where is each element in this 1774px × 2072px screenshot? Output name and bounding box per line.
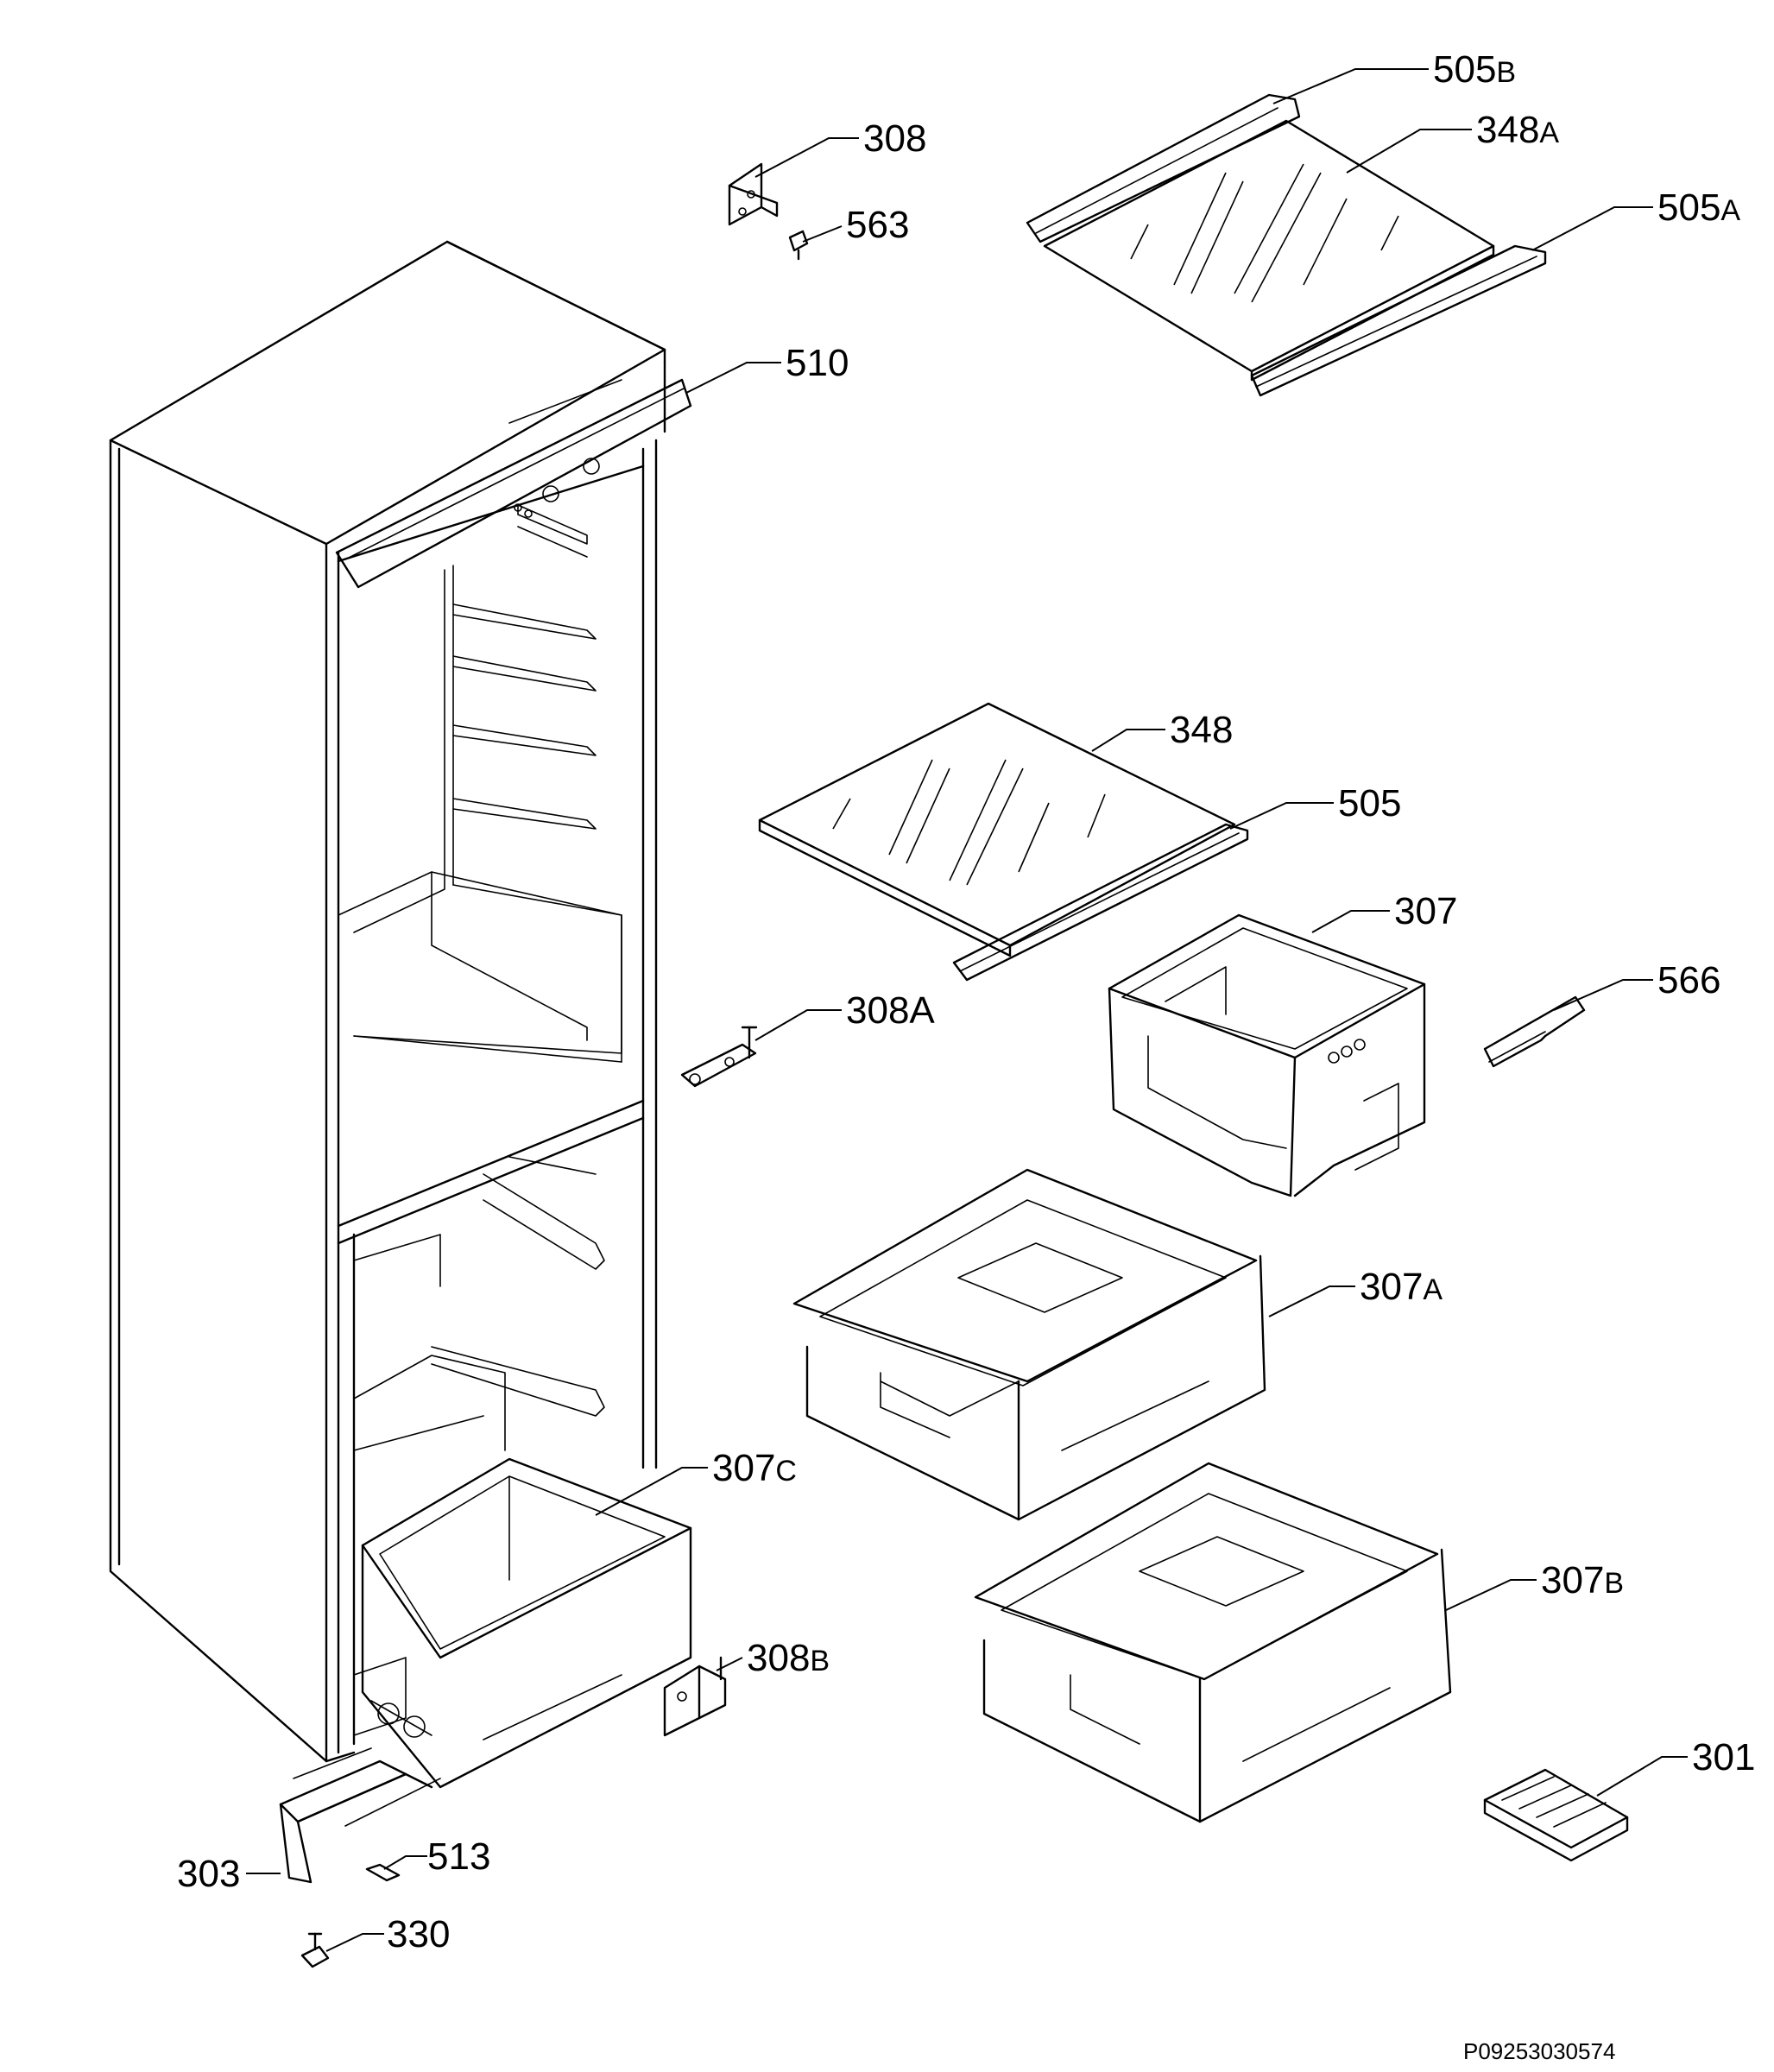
glass-shelf-348a	[1026, 93, 1547, 397]
label-505a: 505A	[1657, 186, 1740, 229]
label-563: 563	[846, 204, 909, 246]
spacer-513	[365, 1863, 401, 1882]
bottom-hinge	[663, 1656, 727, 1737]
ice-tray	[1483, 1768, 1629, 1862]
drawer-307c	[361, 1457, 692, 1789]
label-301: 301	[1692, 1736, 1755, 1778]
drawer-307a	[792, 1168, 1266, 1521]
label-303: 303	[177, 1853, 240, 1895]
control-panel	[335, 378, 692, 589]
adjustable-foot	[300, 1932, 330, 1968]
label-307a: 307A	[1360, 1266, 1443, 1308]
label-566: 566	[1657, 959, 1720, 1001]
crisper-box-307	[1108, 913, 1426, 1197]
label-308: 308	[863, 117, 926, 160]
drawer-307b	[974, 1462, 1452, 1823]
label-330: 330	[387, 1913, 450, 1955]
glass-shelf-348	[758, 702, 1249, 982]
label-513: 513	[427, 1835, 490, 1878]
leader-lines	[246, 68, 1688, 1952]
label-307: 307	[1394, 890, 1457, 932]
label-505: 505	[1338, 782, 1401, 824]
label-308a: 308A	[846, 989, 935, 1032]
label-307b: 307B	[1541, 1559, 1624, 1601]
label-348: 348	[1170, 709, 1233, 751]
middle-hinge	[680, 1026, 758, 1088]
drawing-code: P09253030574	[1463, 2038, 1615, 2064]
top-hinge	[728, 162, 779, 226]
plinth	[279, 1747, 441, 1884]
label-348a: 348A	[1476, 109, 1559, 151]
fridge-cabinet	[109, 240, 666, 1763]
shelf-rails	[452, 504, 597, 830]
clip-566	[1483, 995, 1586, 1068]
label-505b: 505B	[1433, 48, 1516, 91]
label-307c: 307C	[712, 1447, 797, 1489]
label-308b: 308B	[747, 1637, 830, 1679]
label-510: 510	[786, 342, 849, 384]
screw	[788, 230, 809, 261]
